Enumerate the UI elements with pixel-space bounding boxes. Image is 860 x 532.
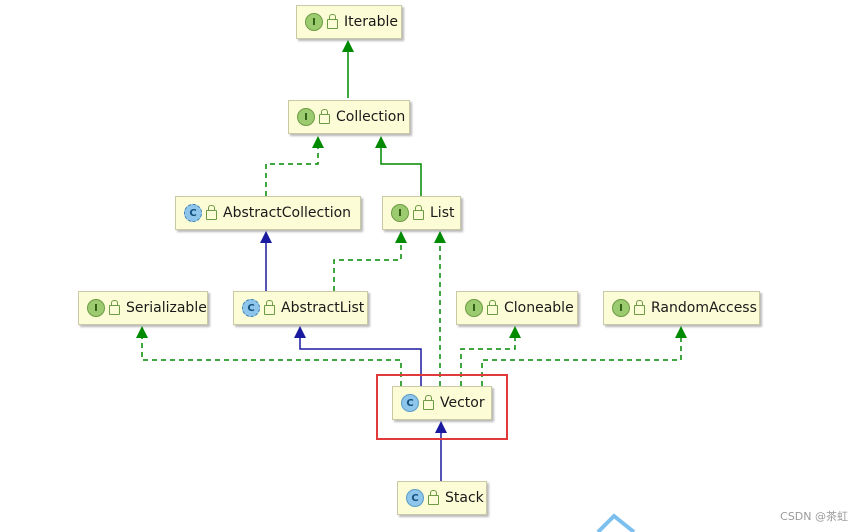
abstract-class-icon: C [242,299,260,317]
node-label: List [430,205,455,221]
edge-vector-randomaccess [481,338,682,386]
arrowhead [675,326,687,338]
node-abstractcollection[interactable]: C AbstractCollection [175,196,361,230]
class-icon: C [406,489,424,507]
lock-icon [264,300,275,315]
node-label: Collection [336,109,406,125]
arrowhead [395,231,407,243]
node-label: AbstractCollection [223,205,352,221]
arrowhead [434,231,446,243]
node-serializable[interactable]: I Serializable [78,291,208,325]
arrowhead [136,326,148,338]
edge-list-collection [380,148,422,196]
lock-icon [327,14,338,29]
edge-abstractlist-list [333,243,402,291]
edge-vector-serializable [141,338,402,386]
lock-icon [319,109,330,124]
node-stack[interactable]: C Stack [397,481,487,515]
lock-icon [109,300,120,315]
edge-abstractcollection-collection [265,146,319,196]
interface-icon: I [297,108,315,126]
node-label: Serializable [126,300,207,316]
arrowhead [294,326,306,338]
node-collection[interactable]: I Collection [288,100,410,134]
arrowhead [312,136,324,148]
lock-icon [634,300,645,315]
watermark: CSDN @茶虹 [780,510,848,523]
edge-vector-abstractlist [299,338,422,386]
lock-icon [423,395,434,410]
node-randomaccess[interactable]: I RandomAccess [603,291,760,325]
selection-highlight [376,374,508,440]
arrowhead [509,326,521,338]
node-label: RandomAccess [651,300,757,316]
edge-vector-cloneable [460,338,516,386]
node-label: Stack [445,490,484,506]
lock-icon [206,205,217,220]
interface-icon: I [391,204,409,222]
interface-icon: I [612,299,630,317]
arrowhead [375,136,387,148]
node-list[interactable]: I List [382,196,461,230]
arrowhead [435,421,447,433]
node-label: Iterable [344,14,398,30]
lock-icon [428,490,439,505]
node-abstractlist[interactable]: C AbstractList [233,291,368,325]
abstract-class-icon: C [184,204,202,222]
class-icon: C [401,394,419,412]
lock-icon [487,300,498,315]
interface-icon: I [465,299,483,317]
node-label: AbstractList [281,300,365,316]
cropped-shape [596,513,636,532]
node-label: Vector [440,395,485,411]
node-vector[interactable]: C Vector [392,386,492,420]
interface-icon: I [87,299,105,317]
arrowhead [260,231,272,243]
node-iterable[interactable]: I Iterable [296,5,402,39]
arrowhead [342,40,354,52]
interface-icon: I [305,13,323,31]
lock-icon [413,205,424,220]
node-label: Cloneable [504,300,574,316]
node-cloneable[interactable]: I Cloneable [456,291,578,325]
